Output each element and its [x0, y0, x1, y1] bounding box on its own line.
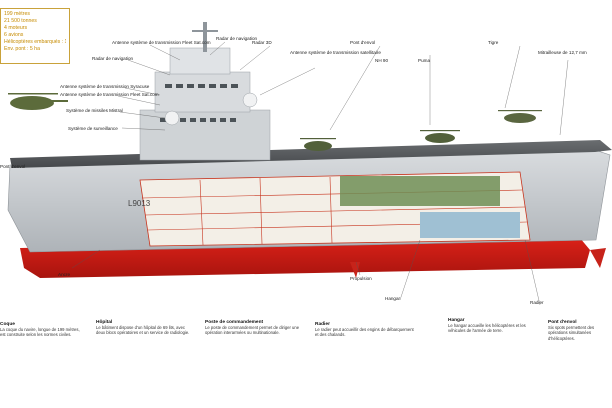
- spec-displacement: 21 500 tonnes: [4, 18, 37, 24]
- well-deck: [420, 212, 520, 238]
- text-block-flight-deck: Pont d'envol Six spots permettent des op…: [548, 320, 610, 341]
- label-radar-3d: Radar 3D: [252, 40, 272, 45]
- heli-deck-2: [420, 130, 460, 143]
- label-heli-tigre: Tigre: [488, 40, 499, 45]
- label-radar-nav-1: Radar de navigation: [92, 56, 134, 61]
- spec-aircraft: 6 avions: [4, 32, 24, 38]
- text-block-title: Hôpital: [96, 320, 113, 325]
- text-block-hull: Coque La coque du navire, longue de 199 …: [0, 322, 80, 338]
- radome-2: [242, 92, 258, 108]
- flight-deck: [10, 140, 612, 168]
- mast: [203, 22, 207, 52]
- label-antenna-transmission: Antenne système de transmission Fleet Sa…: [112, 40, 211, 45]
- spec-engines: 4 moteurs: [4, 25, 28, 31]
- text-block-well-deck: Radier Le radier peut accueillir des eng…: [315, 322, 415, 338]
- label-heli-puma: Puma: [418, 58, 431, 63]
- text-block-body: Six spots permettent des opérations simu…: [548, 325, 595, 341]
- label-well-deck: Radier: [530, 300, 544, 305]
- text-block-body: Le poste de commandement permet de dirig…: [205, 325, 300, 336]
- label-antenna-fleet: Antenne système de transmission Fleet Sa…: [60, 92, 159, 97]
- island-base: [139, 109, 271, 161]
- text-block-body: Le radier peut accueillir des engins de …: [315, 327, 414, 338]
- label-flight-deck: Pont d'envol: [350, 40, 376, 45]
- label-antenna-syracuse: Antenne système de transmission Syracuse: [60, 84, 150, 89]
- stern-rudder: [590, 248, 606, 268]
- heli-nh90-left: [8, 93, 68, 110]
- label-machine-gun: Mitrailleuse de 12,7 mm: [538, 50, 587, 55]
- label-anchor: Ancre: [58, 272, 71, 277]
- text-block-title: Hangar: [448, 318, 465, 323]
- text-block-title: Coque: [0, 322, 15, 327]
- label-propulsion: Propulsion: [350, 276, 372, 281]
- heli-deck-1: [300, 138, 336, 151]
- text-block-title: Radier: [315, 322, 330, 327]
- label-hangar: Hangar: [385, 296, 401, 301]
- spec-box: 199 mètres 21 500 tonnes 4 moteurs 6 avi…: [0, 8, 70, 64]
- heli-flying-right: [498, 110, 542, 123]
- label-radar-top: Radar de navigation: [216, 36, 258, 41]
- text-block-hospital: Hôpital Le bâtiment dispose d'un hôpital…: [96, 320, 194, 336]
- text-block-title: Poste de commandement: [205, 320, 264, 325]
- text-block-body: Le hangar accueille les hélicoptères et …: [448, 323, 526, 334]
- red-hull: [20, 232, 590, 278]
- spec-helicopters: Hélicoptères embarqués : 16: [4, 39, 66, 45]
- island-top: [169, 47, 231, 75]
- leader-lines: [71, 41, 569, 306]
- text-block-body: Le bâtiment dispose d'un hôpital de 69 l…: [96, 325, 190, 336]
- radome-1: [164, 110, 180, 126]
- label-missile-mistral: Système de missiles Mistral: [66, 108, 123, 113]
- label-surveillance: Système de surveillance: [68, 126, 118, 131]
- label-radar-satellite: Antenne système de transmission satellit…: [290, 50, 381, 55]
- text-block-title: Pont d'envol: [548, 320, 577, 325]
- hangar-green: [340, 176, 500, 206]
- mast-crossbar: [192, 30, 218, 32]
- text-block-command: Poste de commandement Le poste de comman…: [205, 320, 305, 336]
- rudder: [350, 262, 360, 278]
- text-block-body: La coque du navire, longue de 199 mètres…: [0, 327, 80, 338]
- island-mid: [154, 71, 251, 113]
- spec-deck: Env. pont : 5 ha: [4, 46, 40, 52]
- ship-code: L9013: [128, 199, 151, 208]
- spec-length: 199 mètres: [4, 11, 30, 17]
- label-flight-deck-left: Pont d'envol: [0, 164, 26, 169]
- text-block-hangar: Hangar Le hangar accueille les hélicoptè…: [448, 318, 538, 334]
- label-heli-nh90: NH 90: [375, 58, 389, 63]
